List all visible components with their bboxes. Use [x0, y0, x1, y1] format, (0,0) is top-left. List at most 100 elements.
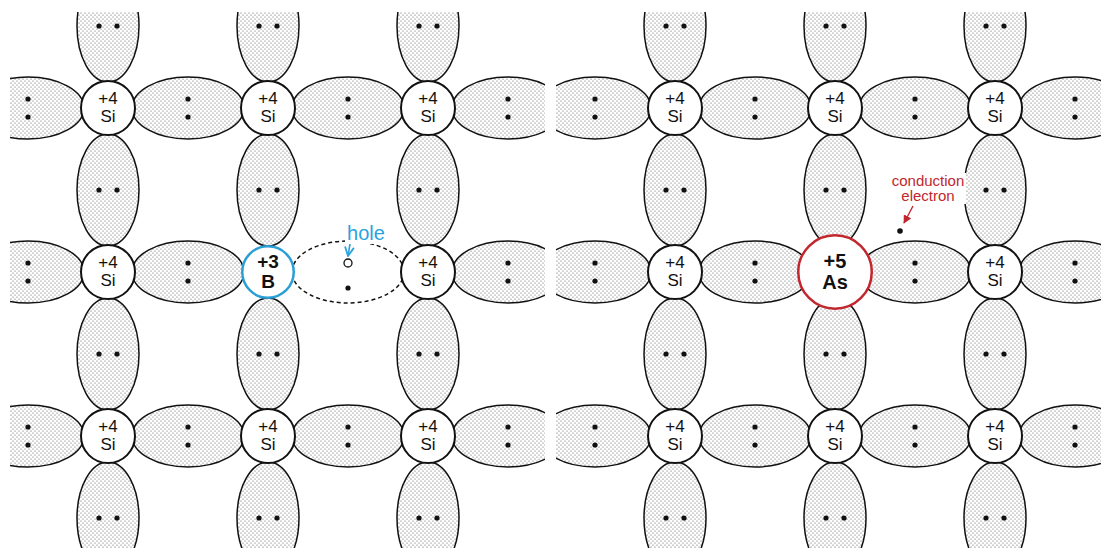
electron-dot	[912, 424, 917, 429]
atom-label: +4 Si	[258, 418, 277, 454]
bond-orbital	[452, 241, 545, 303]
bond-orbital	[77, 462, 139, 548]
bond-orbital	[10, 77, 84, 139]
atom-circle: +4 Si	[80, 408, 136, 464]
electron-dot	[96, 187, 101, 192]
electron-dot	[1001, 351, 1006, 356]
electron-dot	[25, 278, 30, 283]
atom-label: +4 Si	[418, 90, 437, 126]
electron-dot	[256, 23, 261, 28]
electron-dot	[256, 515, 261, 520]
electron-dot	[185, 424, 190, 429]
bond-ellipse	[132, 405, 244, 467]
electron-dot	[681, 515, 686, 520]
bond-orbital	[237, 12, 299, 82]
atom-circle: +4 Si	[240, 408, 296, 464]
electron-dot	[114, 515, 119, 520]
bond-orbital	[859, 77, 971, 139]
electron-dot	[345, 285, 350, 290]
electron-dot	[505, 424, 510, 429]
electron-dot	[912, 278, 917, 283]
bond-orbital	[699, 405, 811, 467]
electron-dot	[681, 351, 686, 356]
electron-dot	[96, 351, 101, 356]
electron-dot	[114, 351, 119, 356]
electron-dot	[345, 424, 350, 429]
bond-ellipse	[397, 12, 459, 82]
electron-dot	[274, 351, 279, 356]
bond-ellipse	[10, 77, 84, 139]
bond-ellipse	[964, 298, 1026, 410]
electron-dot	[823, 187, 828, 192]
bond-orbital	[964, 298, 1026, 410]
bond-orbital	[804, 12, 866, 82]
electron-dot	[25, 260, 30, 265]
bond-ellipse	[644, 134, 706, 246]
atom-label: +4 Si	[825, 418, 844, 454]
bond-orbital	[644, 134, 706, 246]
electron-dot	[434, 23, 439, 28]
bond-ellipse	[1019, 77, 1101, 139]
electron-dot	[505, 278, 510, 283]
electron-dot	[841, 187, 846, 192]
electron-dot	[681, 23, 686, 28]
electron-dot	[416, 23, 421, 28]
electron-dot	[256, 351, 261, 356]
bond-ellipse	[237, 298, 299, 410]
atom-outline-circle	[81, 245, 135, 299]
atom-outline-circle	[968, 81, 1022, 135]
electron-dot	[1072, 114, 1077, 119]
electron-dot	[345, 442, 350, 447]
bond-orbital	[10, 405, 84, 467]
bond-ellipse	[77, 134, 139, 246]
bond-ellipse	[964, 12, 1026, 82]
bond-orbital	[556, 77, 651, 139]
electron-dot	[592, 96, 597, 101]
atom-circle: +4 Si	[967, 80, 1023, 136]
bond-orbital	[237, 462, 299, 548]
electron-label: conduction electron	[890, 173, 967, 205]
bond-ellipse	[397, 134, 459, 246]
electron-dot	[1001, 187, 1006, 192]
atom-circle: +4 Si	[647, 408, 703, 464]
electron-dot	[1001, 23, 1006, 28]
electron-dot	[274, 187, 279, 192]
bond-ellipse	[699, 405, 811, 467]
electron-dot	[434, 187, 439, 192]
electron-dot	[681, 187, 686, 192]
atom-label: +4 Si	[665, 254, 684, 290]
electron-dot	[434, 351, 439, 356]
bond-ellipse	[237, 462, 299, 548]
electron-dot	[256, 187, 261, 192]
bond-ellipse	[804, 298, 866, 410]
bond-orbital	[804, 298, 866, 410]
atom-circle: +4 Si	[967, 408, 1023, 464]
atom-circle: +5 As	[797, 234, 873, 310]
atom-label: +4 Si	[98, 90, 117, 126]
bond-orbital	[964, 12, 1026, 82]
bond-orbital	[964, 462, 1026, 548]
electron-dot	[185, 114, 190, 119]
bond-orbital	[859, 241, 971, 303]
bond-ellipse	[804, 12, 866, 82]
atom-label: +4 Si	[98, 418, 117, 454]
electron-dot	[1001, 515, 1006, 520]
bond-ellipse	[10, 241, 84, 303]
bond-orbital	[1019, 241, 1101, 303]
atom-outline-circle	[798, 235, 872, 309]
atom-label: +4 Si	[825, 90, 844, 126]
electron-dot	[983, 187, 988, 192]
electron-dot	[1072, 260, 1077, 265]
hole-label: hole	[345, 223, 387, 244]
atom-outline-circle	[401, 409, 455, 463]
bond-ellipse	[804, 462, 866, 548]
atom-outline-circle	[81, 409, 135, 463]
electron-dot	[663, 187, 668, 192]
atom-label: +4 Si	[985, 90, 1004, 126]
atom-label: +4 Si	[665, 418, 684, 454]
electron-dot	[96, 515, 101, 520]
bond-orbital	[237, 298, 299, 410]
electron-dot	[823, 23, 828, 28]
bond-orbital	[859, 405, 971, 467]
